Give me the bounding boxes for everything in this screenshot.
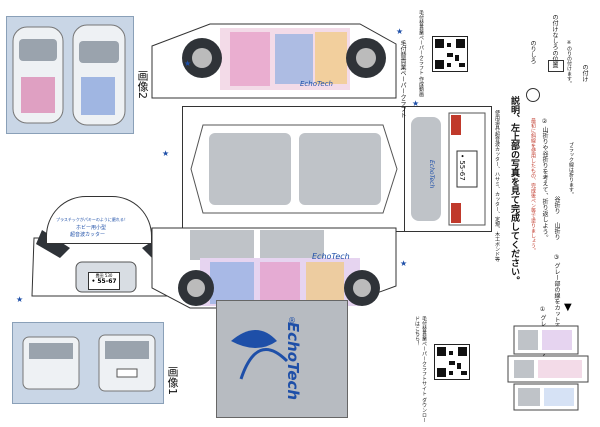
rear-plate-number: • 55-67 [458, 154, 466, 181]
paste-title: の付けなしろの位置 [551, 14, 558, 68]
photo-2 [6, 16, 134, 134]
qr-code-top [432, 36, 468, 72]
side-logo-top: EchoTech [300, 80, 333, 88]
rear-panel [404, 106, 492, 232]
side-panel-bottom [150, 218, 400, 314]
instructions-step2b: 最初に斜線を使用したもの、完成後ペン等で塗りましょう。 [530, 118, 536, 253]
black-fold-label: ブラック線は折ります。 [568, 142, 574, 197]
star-marker: ★ [16, 295, 24, 304]
hood-note-line1: プラスチックがパキーのように磨れる！ [56, 217, 128, 222]
floor-logo-mark [231, 330, 289, 380]
fold-mountain-label: 山折り [553, 222, 560, 240]
front-plate-top: 豊田 530 [95, 273, 113, 278]
instructions-step3: ③ グレー部の線をカットする。 [553, 254, 560, 341]
fold-valley-label: 谷折り [553, 196, 560, 214]
roof-panel [182, 106, 406, 232]
rear-logo: EchoTech [428, 160, 435, 189]
glue-point-label: のりしろ [529, 40, 536, 64]
instructions-heading: 説明、左上部の写真を見て完成してください。 [509, 96, 519, 285]
qr-code-top-art [435, 39, 465, 69]
hood-flap [46, 196, 152, 244]
side-panel-bottom-art [151, 227, 397, 309]
rear-art [411, 112, 486, 226]
star-marker: ★ [184, 59, 192, 68]
qr-code-bottom [434, 344, 470, 380]
front-plate: 豊田 530 • 55-67 [88, 272, 120, 290]
mark-o-label: の付け [581, 64, 588, 82]
instructions-step2: ② 山折りや谷折りを考えて、折り返しよう。 [541, 118, 548, 241]
photo-2-caption: 画像2 [136, 70, 149, 99]
front-plate-number: • 55-67 [91, 278, 117, 285]
hood-note-line3: 超音波カッター [70, 232, 106, 238]
assembly-diagram-art [507, 325, 589, 411]
assembly-diagram [504, 322, 592, 414]
star-marker: ★ [396, 27, 404, 36]
qr-code-bottom-art [437, 347, 467, 377]
glue-point-icon [526, 88, 540, 102]
photo-2-image [7, 17, 133, 133]
side-logo-bottom: EchoTech [312, 252, 350, 261]
roof-art [190, 124, 398, 214]
photo-1-image [13, 323, 163, 403]
star-marker: ★ [162, 149, 170, 158]
qr-top-text: 毛付替貫業ペーパークラフト 作成動画 [418, 10, 424, 97]
floor-panel [216, 300, 348, 418]
instructions-sub: 使用道具:超音波カッター、ハサミ、カッター、定規、木工ボンド等 [494, 110, 500, 262]
photo-1 [12, 322, 164, 404]
floor-brand-mark: ® [288, 316, 296, 325]
side-panel-top-art [151, 23, 397, 99]
sheet-label: 毛付替貫業ペーパークラフト [399, 40, 406, 118]
photo-1-caption: 画像1 [166, 366, 179, 395]
side-panel-top [150, 18, 398, 106]
star-marker: ★ [400, 259, 408, 268]
arrow-down-icon: ▼ [564, 302, 572, 313]
legend-box-icon [548, 60, 564, 72]
hood-note-line2: ホビー用小型 [76, 225, 107, 231]
star-marker: ★ [412, 99, 420, 108]
floor-brand-name: EchoTech [284, 321, 303, 401]
paste-note: ※のりの付けます。 [566, 40, 572, 86]
qr-bottom-text: 毛付替貫業ペーパークラフトサイト ダウンロードはこちら！ [414, 316, 427, 423]
